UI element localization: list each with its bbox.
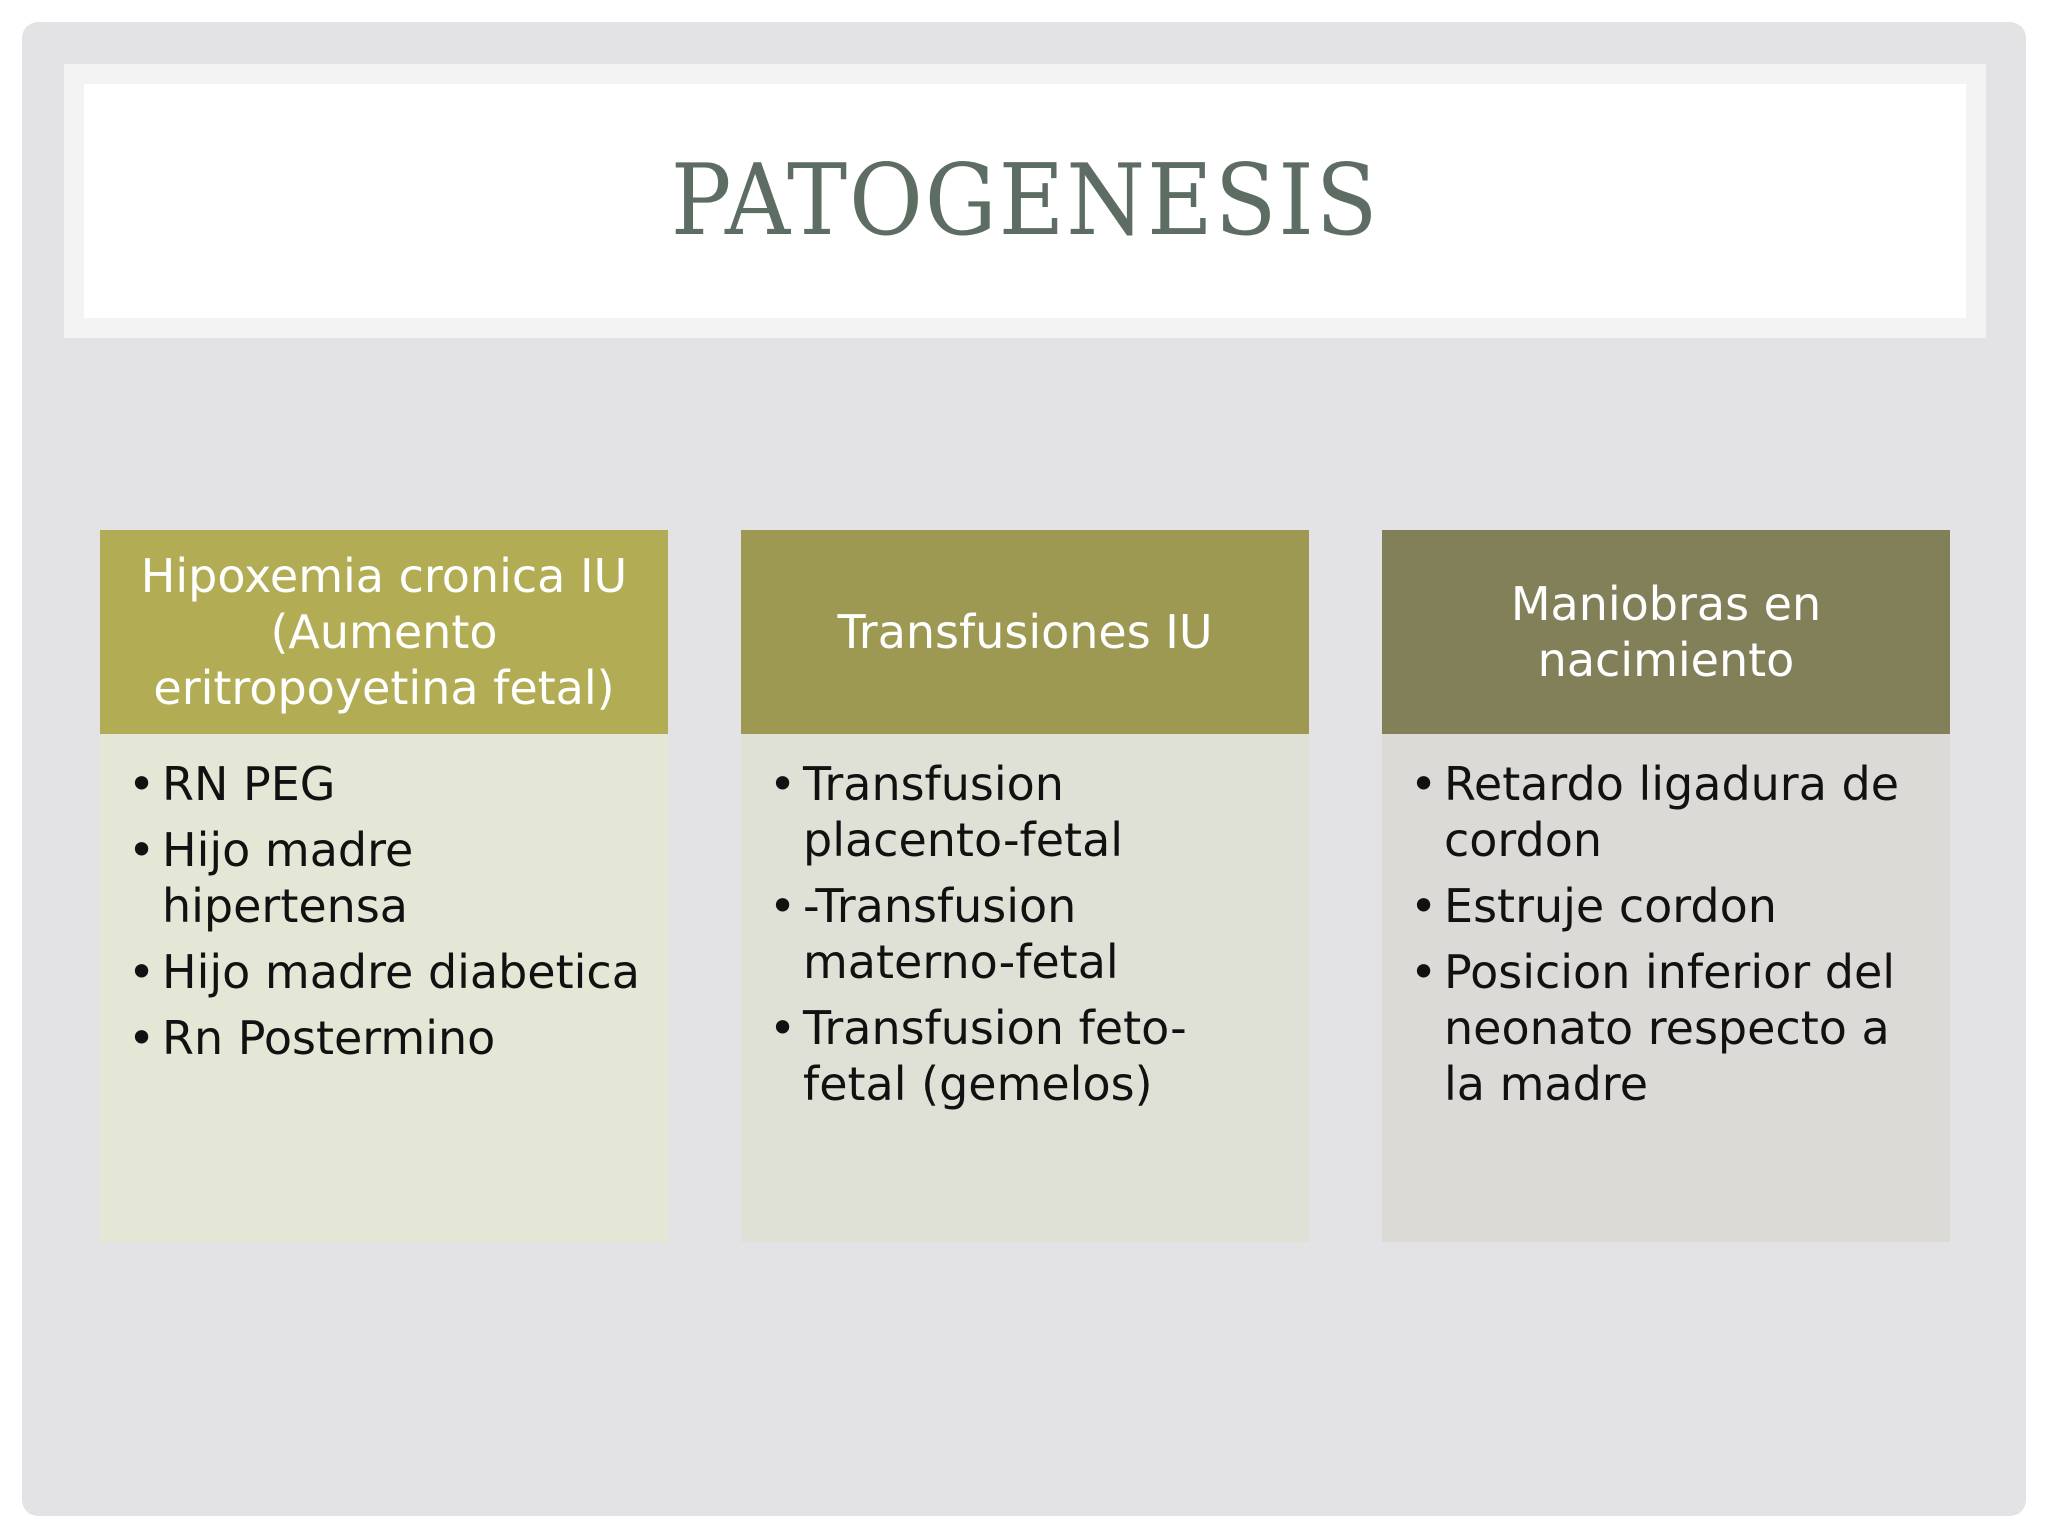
title-box: PATOGENESIS xyxy=(84,84,1966,318)
slide-title: PATOGENESIS xyxy=(670,144,1380,258)
list-item: Transfusion feto-fetal (gemelos) xyxy=(769,1000,1289,1112)
column-header: Maniobras en nacimiento xyxy=(1382,530,1950,734)
list-item: RN PEG xyxy=(128,756,648,812)
list-item: Transfusion placento-fetal xyxy=(769,756,1289,868)
bullet-list: RN PEG Hijo madre hipertensa Hijo madre … xyxy=(128,756,648,1066)
title-band: PATOGENESIS xyxy=(64,64,1986,338)
column-body: Retardo ligadura de cordon Estruje cordo… xyxy=(1382,734,1950,1242)
slide: PATOGENESIS Hipoxemia cronica IU (Aument… xyxy=(22,22,2026,1516)
list-item: Estruje cordon xyxy=(1410,878,1930,934)
column-transfusiones: Transfusiones IU Transfusion placento-fe… xyxy=(741,530,1309,1242)
list-item: Posicion inferior del neonato respecto a… xyxy=(1410,944,1930,1112)
list-item: Retardo ligadura de cordon xyxy=(1410,756,1930,868)
list-item: Hijo madre hipertensa xyxy=(128,822,648,934)
column-header: Transfusiones IU xyxy=(741,530,1309,734)
list-item: -Transfusion materno-fetal xyxy=(769,878,1289,990)
list-item: Rn Postermino xyxy=(128,1010,648,1066)
column-maniobras: Maniobras en nacimiento Retardo ligadura… xyxy=(1382,530,1950,1242)
column-header: Hipoxemia cronica IU (Aumento eritropoye… xyxy=(100,530,668,734)
column-body: Transfusion placento-fetal -Transfusion … xyxy=(741,734,1309,1242)
list-item: Hijo madre diabetica xyxy=(128,944,648,1000)
bullet-list: Transfusion placento-fetal -Transfusion … xyxy=(769,756,1289,1112)
bullet-list: Retardo ligadura de cordon Estruje cordo… xyxy=(1410,756,1930,1112)
column-hipoxemia: Hipoxemia cronica IU (Aumento eritropoye… xyxy=(100,530,668,1242)
column-body: RN PEG Hijo madre hipertensa Hijo madre … xyxy=(100,734,668,1242)
